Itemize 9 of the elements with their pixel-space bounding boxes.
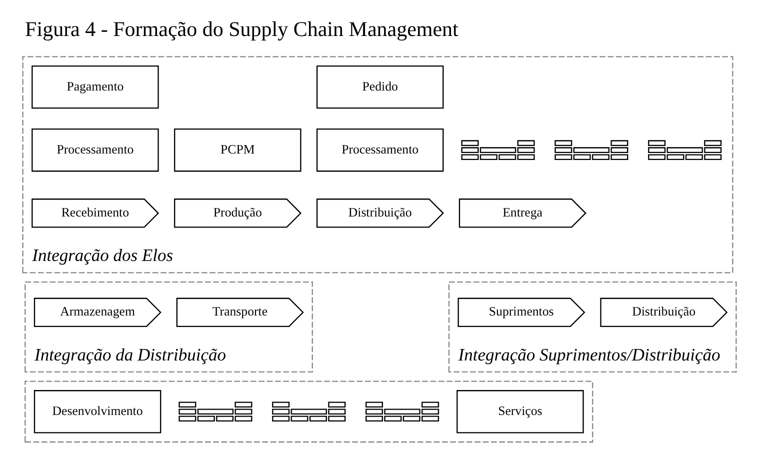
node-box: Desenvolvimento [34,390,162,433]
node-box: Pagamento [32,64,159,108]
node-box: Pedido [316,64,444,108]
node-box: Processamento [32,128,159,172]
cluster [24,380,594,442]
node-box: Serviços [456,390,584,433]
diagram-title: Figura 4 - Formação do Supply Chain Management [25,16,458,41]
node-box: Processamento [316,128,444,172]
node-box: PCPM [174,128,302,172]
